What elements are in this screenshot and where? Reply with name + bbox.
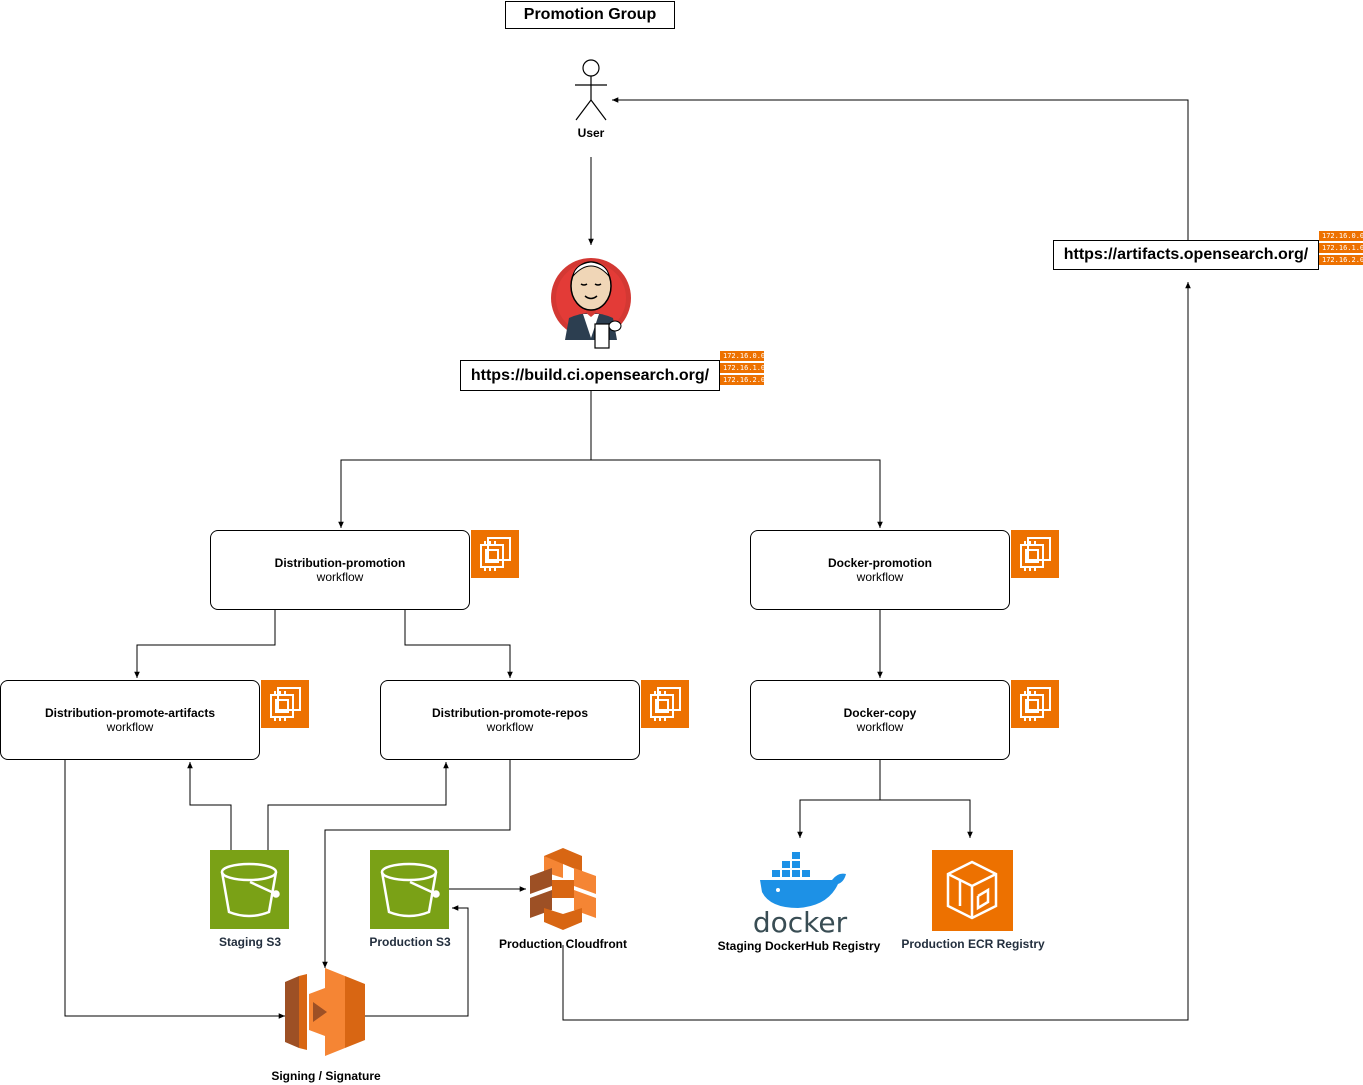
- workflow-name: Docker-promotion: [827, 556, 932, 570]
- workflow-type: workflow: [316, 570, 364, 584]
- docker-logo-text: docker: [753, 906, 848, 936]
- workflow-name: Distribution-promote-artifacts: [44, 706, 215, 720]
- edge-artifacts-to-user: [612, 97, 1189, 240]
- ip-range-stack: 172.16.0.0 172.16.1.0 172.16.2.0: [1319, 231, 1363, 267]
- signing-label: Signing / Signature: [271, 1069, 381, 1083]
- s3-bucket-icon: [370, 850, 449, 929]
- workflow-type: workflow: [106, 720, 154, 734]
- edge-artifacts-to-signing: [64, 760, 285, 1019]
- edge-copy-to-ecr: [880, 799, 973, 838]
- distribution-promotion-workflow[interactable]: Distribution-promotion workflow: [210, 530, 470, 610]
- user-label: User: [577, 126, 605, 140]
- edge-jenkins-to-distribution: [338, 390, 592, 528]
- artifacts-url-text: https://artifacts.opensearch.org/: [1063, 246, 1309, 263]
- docker-copy-workflow[interactable]: Docker-copy workflow: [750, 680, 1010, 760]
- ec2-instance-icon: [471, 530, 519, 578]
- workflow-type: workflow: [486, 720, 534, 734]
- staging-dockerhub-label: Staging DockerHub Registry: [717, 939, 881, 953]
- cloudfront-icon: [530, 848, 596, 930]
- edge-repos-to-signing: [322, 760, 511, 968]
- ip-label: 172.16.0.0: [1319, 231, 1363, 241]
- edge-cloudfront-to-artifacts: [562, 282, 1191, 1021]
- edge-copy-to-dockerhub: [797, 760, 881, 838]
- ip-label: 172.16.2.0: [720, 375, 765, 385]
- ec2-instance-icon: [1011, 530, 1059, 578]
- workflow-type: workflow: [856, 570, 904, 584]
- ip-label: 172.16.0.0: [720, 351, 765, 361]
- edge-jenkins-to-docker: [591, 459, 883, 528]
- edge-staging-s3-to-artifacts: [187, 762, 232, 850]
- lambda-icon: [285, 968, 365, 1056]
- ip-label: 172.16.1.0: [720, 363, 765, 373]
- workflow-name: Distribution-promotion: [274, 556, 406, 570]
- workflow-name: Distribution-promote-repos: [432, 706, 588, 720]
- ec2-instance-icon: [1011, 680, 1059, 728]
- distribution-promote-repos-workflow[interactable]: Distribution-promote-repos workflow: [380, 680, 640, 760]
- ip-label: 172.16.1.0: [1319, 243, 1363, 253]
- staging-s3-label: Staging S3: [218, 935, 281, 949]
- edge-staging-s3-to-repos: [267, 762, 449, 850]
- edge-distribution-to-artifacts: [134, 610, 276, 678]
- page-title: Promotion Group: [505, 1, 675, 29]
- user-actor-icon: [575, 59, 607, 121]
- production-cloudfront-label: Production Cloudfront: [499, 937, 627, 951]
- jenkins-url-text: https://build.ci.opensearch.org/: [470, 366, 710, 384]
- ip-label: 172.16.2.0: [1319, 255, 1363, 265]
- jenkins-icon: [551, 258, 631, 349]
- distribution-promote-artifacts-workflow[interactable]: Distribution-promote-artifacts workflow: [0, 680, 260, 760]
- production-ecr-label: Production ECR Registry: [901, 937, 1045, 951]
- production-s3-label: Production S3: [369, 935, 451, 949]
- artifacts-url-box[interactable]: https://artifacts.opensearch.org/: [1053, 240, 1319, 270]
- ip-range-stack: 172.16.0.0 172.16.1.0 172.16.2.0: [720, 351, 765, 387]
- ecr-icon: [932, 850, 1013, 931]
- ec2-instance-icon: [641, 680, 689, 728]
- docker-icon: docker: [753, 852, 848, 936]
- docker-promotion-workflow[interactable]: Docker-promotion workflow: [750, 530, 1010, 610]
- jenkins-url-box[interactable]: https://build.ci.opensearch.org/: [460, 360, 720, 391]
- edge-signing-to-production-s3: [365, 905, 469, 1017]
- workflow-name: Docker-copy: [843, 706, 917, 720]
- ec2-instance-icon: [261, 680, 309, 728]
- workflow-type: workflow: [856, 720, 904, 734]
- s3-bucket-icon: [210, 850, 289, 929]
- edge-distribution-to-repos: [404, 610, 513, 678]
